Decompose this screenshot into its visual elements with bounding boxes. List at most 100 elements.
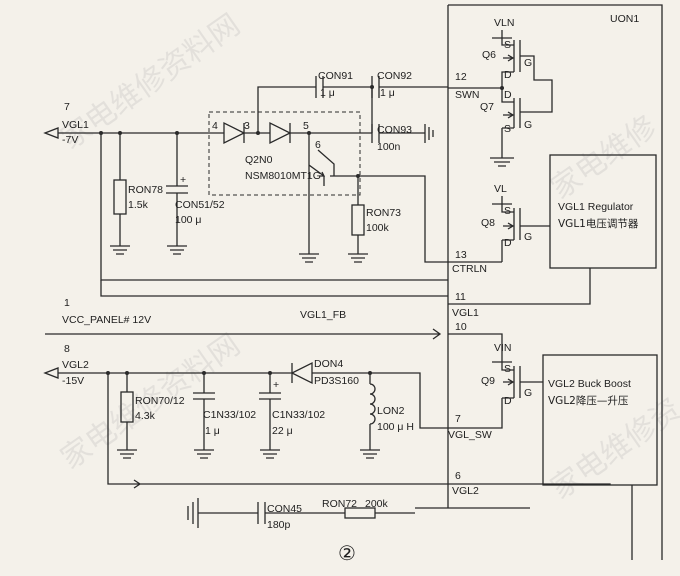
- vcc-internal-wire: [448, 333, 503, 354]
- vin-rail: [492, 354, 512, 363]
- pin-swn-label: SWN: [455, 89, 480, 101]
- con45-label: CON45: [267, 503, 302, 515]
- vgl1-regulator-line2: VGL1电压调节器: [558, 217, 639, 230]
- don4-label: DON4: [314, 358, 343, 370]
- q2n0-package: [208, 111, 361, 196]
- vgl1-regulator-line1: VGL1 Regulator: [558, 201, 634, 213]
- q9-g-label: G: [524, 387, 532, 399]
- transistor-q8: VL Q8 S D G: [481, 183, 550, 262]
- con51-symbol: [166, 133, 188, 255]
- pin-6-number: 6: [455, 470, 461, 482]
- q6-label: Q6: [482, 49, 496, 61]
- vgl1-section: 7 VGL1 -7V RON78 1.5k + CON51/52 100 μ 4…: [43, 70, 448, 321]
- vgl2-buckboost-box: [542, 354, 658, 486]
- bottom-section: CON45 180p RON72 200k: [187, 498, 530, 531]
- ron73-ground: [348, 235, 368, 263]
- con91-value: 1 μ: [320, 87, 335, 99]
- vgl2-buckboost-line1: VGL2 Buck Boost: [548, 378, 631, 390]
- q7-arrow: [503, 111, 515, 119]
- q8-s-label: S: [504, 205, 511, 217]
- q9-arrow: [503, 378, 515, 386]
- q2n0-label: Q2N0: [245, 154, 273, 166]
- vgl-sw-wire: [370, 372, 448, 429]
- q8-g-label: G: [524, 231, 532, 243]
- vgl1-regulator-block: VGL1 Regulator VGL1电压调节器: [549, 154, 657, 269]
- con45-symbol: [187, 498, 345, 528]
- diode-4-3: [223, 121, 246, 145]
- don4-diode: [290, 361, 313, 385]
- pin-7-number: 7: [455, 413, 461, 425]
- vgl1-feedback-wire: [100, 280, 448, 297]
- q2n0-transistor: [299, 133, 360, 263]
- chip-uon1: UON1: [447, 4, 663, 560]
- ron78-body: [113, 179, 127, 215]
- watermark-3: 家电维修: [545, 109, 663, 206]
- vgl2-out-arrow: [43, 367, 59, 379]
- q8-arrow: [503, 222, 515, 230]
- con51-label: CON51/52: [175, 199, 225, 211]
- don4-part: PD3S160: [314, 375, 359, 387]
- vcc-section: 1 VCC_PANEL# 12V: [45, 297, 442, 340]
- c1n33-1u-label: C1N33/102: [203, 409, 256, 421]
- vln-rail: [492, 30, 512, 39]
- chip-name: UON1: [610, 13, 639, 25]
- c1n33-22u-value: 22 μ: [272, 425, 293, 437]
- chip-pins: 12 SWN 13 CTRLN 11 VGL1 10 7 VGL_SW 6 VG…: [448, 71, 611, 497]
- vcc-wire: [45, 328, 442, 340]
- c1n33-22u-plus: +: [273, 379, 279, 391]
- q8-d-label: D: [504, 237, 512, 249]
- q7-g-label: G: [524, 119, 532, 131]
- q7-s-label: S: [504, 123, 511, 135]
- lon2-inductor: [360, 373, 380, 459]
- q6-d-label: D: [504, 69, 512, 81]
- q9-s-label: S: [504, 363, 511, 375]
- con51-value: 100 μ: [175, 214, 202, 226]
- vin-label: VIN: [494, 342, 512, 354]
- ctrln-wire: [360, 175, 448, 263]
- watermarks: 家电维修资料网 家电维修资料网 家电维修 家电维修资: [55, 7, 680, 506]
- ron73-body: [351, 204, 365, 236]
- q6-g-label: G: [524, 57, 532, 69]
- transistor-q9: VIN Q9 S D G: [481, 342, 543, 420]
- vl-label: VL: [494, 183, 507, 195]
- ron70-label: RON70/12: [135, 395, 185, 407]
- ron73-value: 100k: [366, 222, 390, 234]
- q2n0-pin4: 4: [212, 120, 218, 132]
- q8-label: Q8: [481, 217, 495, 229]
- ron70-ground: [117, 422, 137, 459]
- net-7-label: 7: [64, 101, 70, 113]
- vgl2-buckboost-block: VGL2 Buck Boost VGL2降压—升压: [542, 354, 658, 560]
- ron72-label: RON72: [322, 498, 357, 510]
- vgl1-voltage-label: -7V: [62, 134, 78, 146]
- con91-symbol: [257, 76, 372, 133]
- vln-label: VLN: [494, 17, 514, 29]
- c1n33-1u-value: 1 μ: [205, 425, 220, 437]
- transistor-q6-q7: VLN Q6 S D G Q7 D S G: [480, 17, 553, 167]
- q6-arrow: [503, 54, 515, 62]
- net-8-label: 8: [64, 343, 70, 355]
- pin-vgl2-label: VGL2: [452, 485, 479, 497]
- chip-outline: [447, 4, 663, 560]
- q2n0-pin6: 6: [315, 139, 321, 151]
- con51-plus: +: [180, 174, 186, 186]
- vgl2-voltage-label: -15V: [62, 375, 84, 387]
- ron72-right-wire: [375, 507, 530, 514]
- con45-value: 180p: [267, 519, 291, 531]
- ron73-label: RON73: [366, 207, 401, 219]
- pin-11-number: 11: [455, 291, 466, 303]
- pin-ctrln-label: CTRLN: [452, 263, 487, 275]
- con92-value: 1 μ: [380, 87, 395, 99]
- q9-d-label: D: [504, 395, 512, 407]
- q7-d-label: D: [504, 89, 512, 101]
- vgl2-section: 8 VGL2 -15V RON70/12 4.3k C1N33/102 1 μ …: [43, 343, 448, 489]
- diode-3-5: [269, 121, 292, 145]
- vcc-label: VCC_PANEL# 12V: [62, 314, 151, 326]
- q9-label: Q9: [481, 375, 495, 387]
- pin-13-number: 13: [455, 249, 467, 261]
- q7-ground: [490, 145, 514, 167]
- lon2-value: 100 μ H: [377, 421, 414, 433]
- q7-label: Q7: [480, 101, 494, 113]
- lon2-label: LON2: [377, 405, 405, 417]
